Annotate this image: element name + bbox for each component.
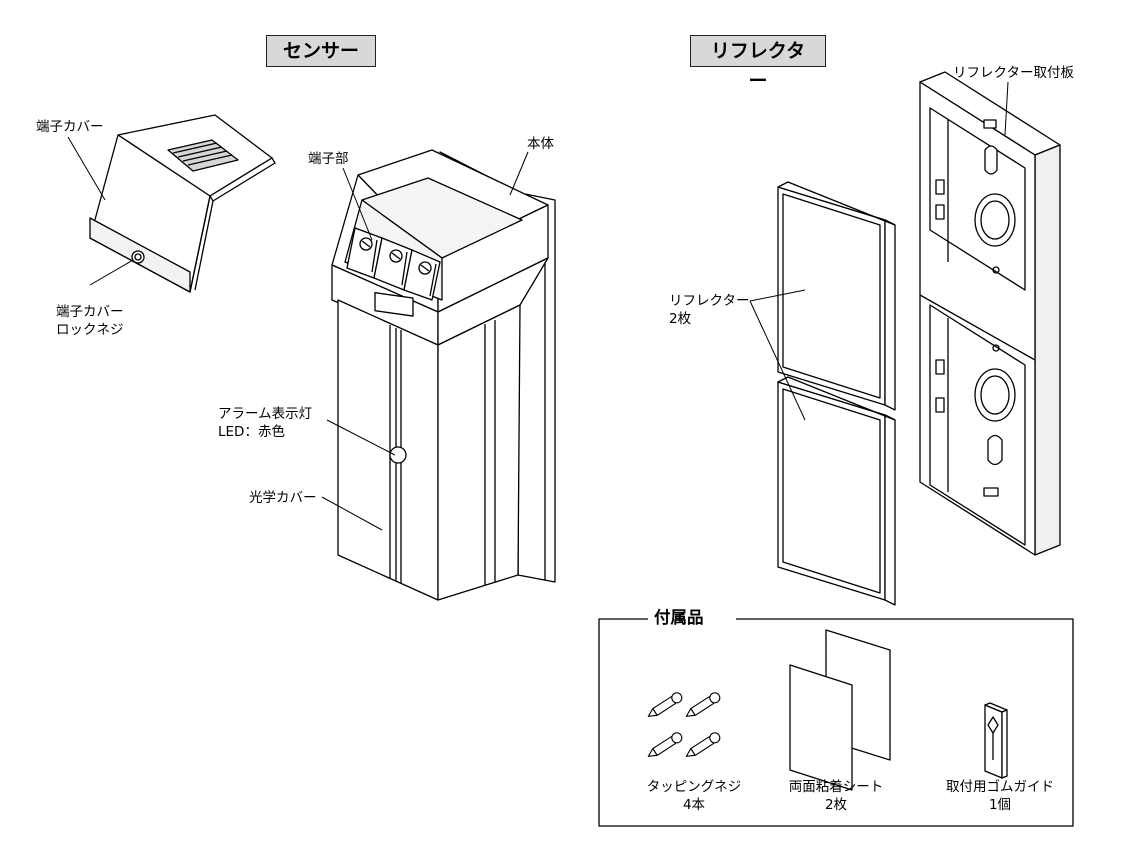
reflector-panels-drawing (777, 181, 896, 606)
label-optical-cover: 光学カバー (249, 490, 317, 506)
accessory-sheets-name: 両面粘着シート (788, 779, 884, 795)
rubber-guide-drawing (984, 702, 1008, 779)
label-alarm-line2: LED：赤色 (218, 424, 285, 440)
adhesive-sheets-drawing (789, 629, 891, 791)
accessory-sheets-label: 両面粘着シート 2枚 (776, 778, 896, 814)
label-reflector: リフレクター 2枚 (669, 292, 749, 328)
label-reflector-line2: 2枚 (669, 311, 692, 327)
terminal-cover-drawing (89, 114, 276, 293)
accessory-screws-name: タッピングネジ (646, 779, 742, 795)
accessory-guide-qty: 1個 (988, 797, 1012, 813)
label-alarm-indicator: アラーム表示灯 LED：赤色 (218, 405, 312, 441)
accessory-screws-qty: 4本 (682, 797, 706, 813)
accessory-sheets-qty: 2枚 (824, 797, 848, 813)
sensor-body-drawing (331, 149, 556, 601)
mounting-plate-drawing (919, 71, 1061, 556)
label-lock-screw-line1: 端子カバー (56, 304, 124, 320)
leader-lines (67, 81, 1009, 531)
label-lock-screw: 端子カバー ロックネジ (56, 303, 124, 339)
label-terminal-cover: 端子カバー (36, 119, 104, 135)
accessory-guide-label: 取付用ゴムガイド 1個 (935, 778, 1065, 814)
label-lock-screw-line2: ロックネジ (56, 322, 124, 338)
sensor-title: センサー (266, 35, 376, 67)
accessory-screws-label: タッピングネジ 4本 (634, 778, 754, 814)
accessories-title: 付属品 (648, 608, 710, 628)
label-terminal-part: 端子部 (308, 151, 349, 167)
reflector-title: リフレクター (690, 35, 826, 92)
label-reflector-line1: リフレクター (669, 293, 750, 309)
tapping-screws-drawing (647, 692, 721, 757)
label-body: 本体 (527, 136, 554, 152)
label-alarm-line1: アラーム表示灯 (218, 406, 313, 422)
accessory-guide-name: 取付用ゴムガイド (946, 779, 1054, 795)
label-mount-plate: リフレクター取付板 (953, 65, 1074, 81)
accessory-box-frame (598, 618, 1074, 827)
